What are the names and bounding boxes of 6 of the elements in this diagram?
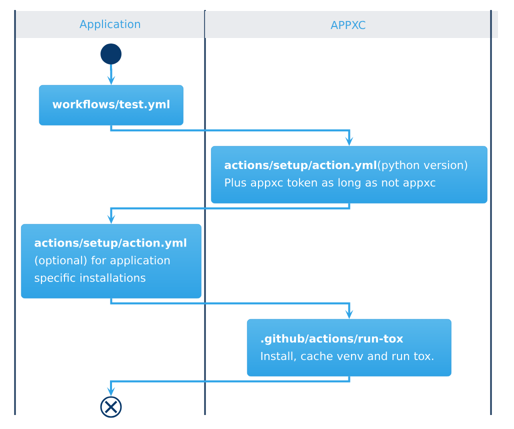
start-circle xyxy=(100,44,122,64)
activity-box: .github/actions/run-tox Install, cache venv and run tox. xyxy=(247,319,452,376)
end-circle xyxy=(100,396,122,418)
activity-box: workflows/test.yml xyxy=(39,85,184,126)
activity-box: actions/setup/action.yml(python version) Plus appxc token as long as not appxc xyxy=(211,146,488,204)
activity-box: actions/setup/action.yml (optional) for application specific installations xyxy=(21,224,202,298)
